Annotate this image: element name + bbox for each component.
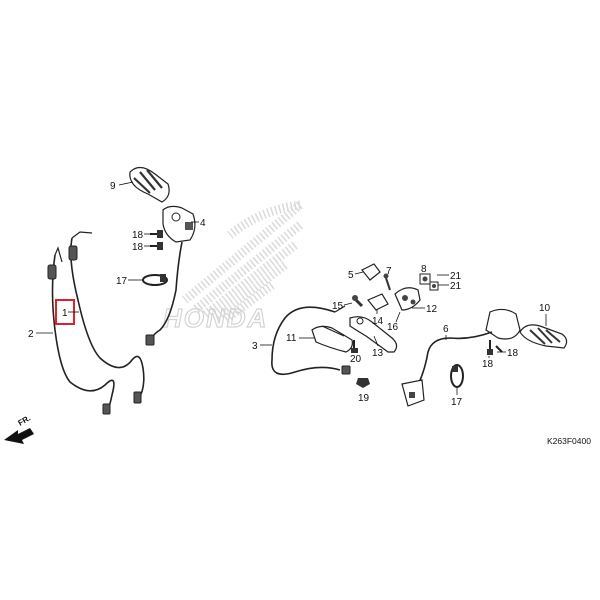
callout-3: 3 bbox=[252, 341, 272, 352]
svg-text:2: 2 bbox=[28, 329, 34, 340]
svg-text:21: 21 bbox=[450, 281, 462, 292]
svg-text:15: 15 bbox=[332, 301, 344, 312]
svg-text:1: 1 bbox=[62, 308, 68, 319]
band-17-right bbox=[450, 364, 464, 388]
svg-text:5: 5 bbox=[348, 270, 354, 281]
front-direction-arrow: FR. bbox=[4, 413, 34, 444]
callout-18-d: 18 bbox=[482, 356, 494, 370]
throttle-cable-2 bbox=[47, 245, 115, 415]
callout-12: 12 bbox=[412, 304, 438, 315]
part-8-21 bbox=[419, 273, 439, 291]
front-marker-label: FR. bbox=[17, 413, 33, 427]
callout-14: 14 bbox=[372, 310, 384, 327]
svg-text:4: 4 bbox=[200, 218, 206, 229]
throttle-housing-4 bbox=[145, 205, 196, 346]
callout-18-a: 18 bbox=[132, 230, 152, 241]
nut-19 bbox=[356, 378, 370, 388]
switch-housing-6 bbox=[401, 308, 521, 407]
left-grip-10 bbox=[519, 324, 568, 349]
svg-text:18: 18 bbox=[507, 348, 519, 359]
callout-18-b: 18 bbox=[132, 242, 152, 253]
throttle-cable-1 bbox=[70, 231, 145, 404]
bracket-14-16 bbox=[367, 287, 421, 311]
nut-20 bbox=[351, 340, 358, 353]
callout-20: 20 bbox=[350, 354, 362, 365]
callout-18-c: 18 bbox=[497, 348, 519, 359]
svg-text:9: 9 bbox=[110, 181, 116, 192]
watermark-text: HONDA bbox=[163, 303, 268, 333]
callout-17-a: 17 bbox=[116, 276, 143, 287]
svg-text:18: 18 bbox=[132, 230, 144, 241]
honda-wing-watermark: HONDA bbox=[162, 200, 303, 334]
svg-text:13: 13 bbox=[372, 348, 384, 359]
screw-18-upper bbox=[150, 230, 163, 250]
svg-text:7: 7 bbox=[386, 266, 392, 277]
svg-text:10: 10 bbox=[539, 303, 551, 314]
callout-8: 8 bbox=[421, 264, 427, 275]
callout-11: 11 bbox=[286, 333, 314, 344]
svg-text:20: 20 bbox=[350, 354, 362, 365]
callout-2: 2 bbox=[28, 329, 53, 340]
callout-13: 13 bbox=[372, 335, 384, 359]
part-5-7 bbox=[361, 263, 391, 291]
svg-text:17: 17 bbox=[116, 276, 128, 287]
callout-4: 4 bbox=[191, 218, 206, 229]
svg-text:18: 18 bbox=[132, 242, 144, 253]
lever-cover-11 bbox=[311, 325, 353, 353]
svg-text:16: 16 bbox=[387, 322, 399, 333]
clutch-lever-13 bbox=[349, 316, 398, 353]
callout-17-b: 17 bbox=[451, 388, 463, 408]
svg-text:14: 14 bbox=[372, 316, 384, 327]
clutch-cable-3 bbox=[271, 305, 351, 376]
callout-7: 7 bbox=[386, 266, 392, 277]
callout-21-b: 21 bbox=[438, 281, 462, 292]
callout-10: 10 bbox=[539, 303, 551, 326]
band-17-left bbox=[142, 274, 168, 286]
svg-text:11: 11 bbox=[286, 333, 297, 344]
svg-text:19: 19 bbox=[358, 393, 370, 404]
svg-text:6: 6 bbox=[443, 324, 449, 335]
callout-21-a: 21 bbox=[437, 271, 462, 282]
screw-18-right bbox=[487, 340, 503, 355]
diagram-code: K263F0400 bbox=[547, 436, 591, 446]
callout-9: 9 bbox=[110, 181, 134, 192]
callout-1-highlighted: 1 bbox=[55, 299, 79, 325]
svg-text:21: 21 bbox=[450, 271, 462, 282]
callout-5: 5 bbox=[348, 270, 364, 281]
callout-16: 16 bbox=[387, 311, 401, 333]
callout-15: 15 bbox=[332, 301, 353, 312]
svg-text:12: 12 bbox=[426, 304, 438, 315]
svg-text:17: 17 bbox=[451, 397, 463, 408]
callout-19: 19 bbox=[358, 393, 370, 404]
callout-6: 6 bbox=[443, 324, 449, 340]
svg-text:8: 8 bbox=[421, 264, 427, 275]
throttle-grip-9 bbox=[129, 166, 170, 203]
svg-text:18: 18 bbox=[482, 359, 494, 370]
svg-text:3: 3 bbox=[252, 341, 258, 352]
bolt-15 bbox=[352, 295, 364, 308]
